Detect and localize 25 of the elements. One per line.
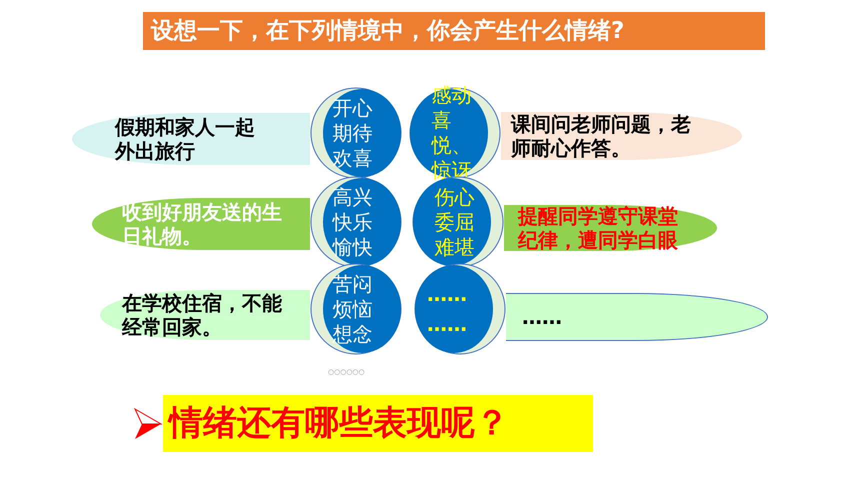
situation-text: …… — [522, 305, 563, 329]
emotion-circle — [310, 263, 402, 355]
situation-band — [72, 113, 310, 165]
emotion-circle — [310, 87, 402, 179]
situation-text: 假期和家人一起外出旅行 — [115, 115, 256, 163]
emotion-text: …… — [426, 281, 468, 308]
situation-band — [506, 293, 768, 341]
situation-band — [501, 112, 742, 160]
situation-text: 提醒同学遵守课堂纪律，遭同学白眼 — [518, 204, 679, 252]
title-banner: 设想一下，在下列情境中，你会产生什么情绪? — [143, 12, 765, 50]
emotion-circle — [409, 87, 501, 179]
situation-band — [504, 205, 717, 251]
situation-band — [100, 290, 310, 340]
question-banner: 情绪还有哪些表现呢？ — [163, 395, 593, 452]
situation-text: 收到好朋友送的生日礼物。 — [122, 200, 283, 248]
emotion-text: 苦闷烦恼想念 — [332, 272, 374, 346]
emotion-text: 高兴快乐愉快 — [331, 184, 374, 260]
situation-text: 课间问老师问题，老师耐心作答。 — [511, 112, 692, 160]
situation-text: 在学校住宿，不能经常回家。 — [122, 291, 283, 339]
emotion-circle — [310, 176, 402, 268]
emotion-circle — [414, 263, 506, 355]
emotion-text: …… — [426, 311, 468, 338]
emotion-text: 伤心委屈难堪 — [434, 184, 476, 260]
emotion-text: 开心期待欢喜 — [332, 96, 374, 170]
situation-band — [92, 198, 310, 250]
